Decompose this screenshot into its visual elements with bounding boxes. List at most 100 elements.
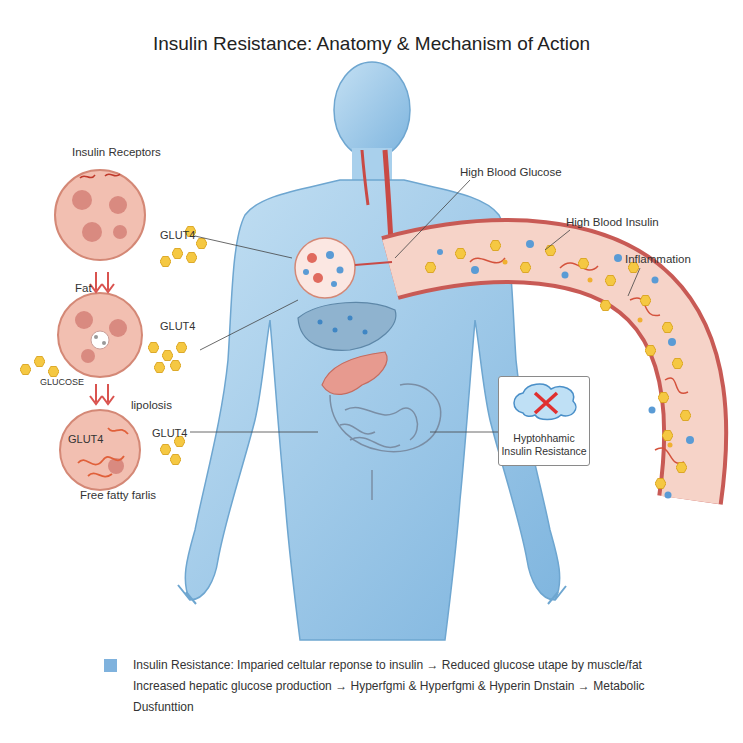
blood-vessel-part	[600, 300, 611, 310]
organs-part	[363, 330, 368, 335]
leader-line-part	[395, 180, 470, 258]
cell-illustration-part	[55, 170, 145, 260]
cell-illustration-part	[81, 349, 95, 363]
blood-vessel-part	[390, 251, 695, 500]
leader-line	[118, 180, 640, 470]
organs-part	[313, 273, 323, 283]
blood-vessel-part	[503, 260, 508, 265]
cell-illustration-part	[148, 342, 159, 352]
cell-illustration-part	[34, 356, 45, 366]
annotation-label: GLUT4	[160, 320, 195, 332]
cell-illustration-part	[72, 190, 92, 210]
annotation-label: Insulin Receptors	[72, 146, 161, 158]
blood-vessel-part	[662, 430, 673, 440]
annotation-label: High Blood Insulin	[566, 216, 659, 228]
annotation-label: GLUT4	[160, 229, 195, 241]
blood-vessel-part	[658, 392, 669, 402]
node-label: GLUT4	[68, 433, 103, 445]
leader-line-part	[200, 300, 298, 350]
annotation-label: lipolosis	[131, 399, 172, 411]
blood-vessel-part	[588, 278, 593, 283]
organs	[295, 238, 441, 500]
brain-outline	[514, 384, 576, 419]
organs-part	[337, 267, 344, 274]
blood-vessel-part	[645, 345, 656, 355]
organs-part	[333, 328, 338, 333]
blood-vessel-part	[425, 262, 436, 272]
blood-vessel-part	[668, 338, 676, 346]
cell-illustration-part	[162, 350, 173, 360]
leader-line-part	[628, 268, 640, 296]
cell-illustration-part	[102, 341, 106, 345]
cell-illustration-part	[48, 366, 59, 376]
cell-membrane	[60, 410, 140, 490]
blood-vessel-part	[545, 245, 556, 255]
cross-mark	[535, 393, 557, 413]
organs-part	[318, 320, 323, 325]
annotation-label: Inflammation	[625, 253, 691, 265]
organs-part	[307, 253, 317, 263]
blood-vessel-part	[655, 478, 666, 488]
blood-vessel-part	[562, 272, 569, 279]
organs-part	[330, 384, 441, 452]
cell-illustration-part	[90, 384, 114, 404]
blood-vessel-part	[640, 295, 651, 305]
blood-vessel-part	[668, 443, 673, 448]
cell-illustration-part	[160, 256, 171, 266]
cell-illustration-part	[80, 174, 120, 178]
fat-cell: GLUT4	[58, 408, 142, 492]
cell-illustration-part	[94, 335, 98, 339]
blood-vessel-part	[605, 275, 616, 285]
node-label: Hyptohhamic Insulin Resistance	[501, 432, 587, 458]
cell-illustration-part	[154, 362, 165, 372]
blood-vessel-part	[652, 277, 659, 284]
cell-illustration-part	[109, 319, 127, 337]
legend-swatch	[104, 659, 117, 672]
cell-illustration-part	[170, 454, 181, 464]
organs-part	[326, 251, 334, 259]
blood-vessel-part	[490, 240, 501, 250]
organs-part	[322, 352, 387, 394]
annotation-label: Free fatty farlis	[80, 489, 156, 501]
organs-part	[371, 470, 373, 500]
cell-illustration-part	[176, 342, 187, 352]
cell-illustration-part	[20, 364, 31, 374]
cell-illustration-part	[82, 222, 102, 242]
organs-part	[295, 238, 355, 298]
cell-illustration-part	[91, 331, 109, 349]
leader-line-part	[545, 230, 570, 250]
cell-illustration-part	[160, 444, 171, 454]
cell-illustration-part	[170, 360, 181, 370]
blood-vessel-part	[362, 150, 368, 205]
organs-part	[355, 262, 392, 265]
annotation-label: High Blood Glucose	[460, 166, 562, 178]
cell-illustration-part	[172, 248, 183, 258]
human-body-part	[178, 585, 566, 604]
blood-vessel-part	[649, 407, 656, 414]
diagram-title: Insulin Resistance: Anatomy & Mechanism …	[0, 33, 743, 55]
cell-illustration-part	[186, 252, 197, 262]
cell-illustration-part	[58, 293, 142, 377]
annotation-label: GLUCOSE	[40, 377, 84, 387]
leader-line-part	[195, 236, 292, 258]
organs-part	[331, 281, 337, 287]
human-body-part	[334, 62, 410, 158]
cell-illustration-part	[90, 272, 114, 292]
legend-text: Insulin Resistance: Imparied celtular re…	[133, 655, 693, 718]
blood-vessel	[362, 150, 695, 500]
blood-vessel-part	[390, 251, 695, 500]
blood-vessel-part	[520, 262, 531, 272]
cell-illustration-part	[75, 311, 93, 329]
annotation-label: GLUT4	[152, 427, 187, 439]
annotation-label: Fat	[75, 282, 92, 294]
human-body	[178, 62, 566, 640]
organs-part	[348, 316, 353, 321]
brain-icon	[499, 379, 591, 429]
callout-box: Hyptohhamic Insulin Resistance	[498, 376, 590, 466]
blood-vessel-part	[662, 322, 673, 332]
cell-illustration-part	[109, 196, 127, 214]
cell-outline	[58, 408, 142, 492]
blood-vessel-part	[672, 358, 683, 368]
